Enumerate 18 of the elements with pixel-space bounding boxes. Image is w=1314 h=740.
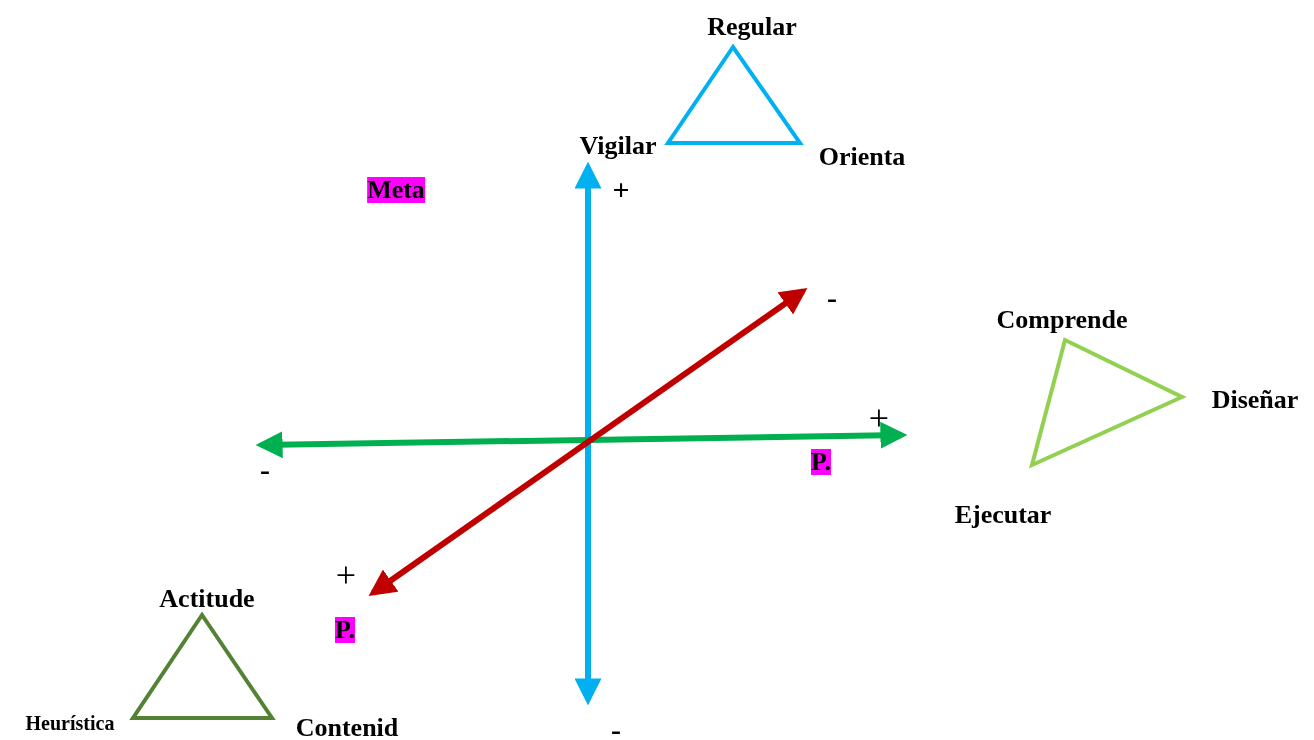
vertex-label: Orienta xyxy=(818,144,906,170)
vertex-label: Actitude xyxy=(159,586,255,612)
plus-sign: + xyxy=(868,400,890,436)
minus-sign: - xyxy=(827,283,837,313)
plus-sign: + xyxy=(612,175,630,205)
vertex-label: Regular xyxy=(707,14,797,40)
plus-sign: + xyxy=(335,557,357,593)
vertex-label: Vigilar xyxy=(579,133,657,159)
minus-sign: - xyxy=(611,715,621,740)
axis-label: P. xyxy=(811,449,831,475)
minus-sign: - xyxy=(260,455,270,485)
vertex-label: Diseñar xyxy=(1211,387,1299,413)
vertex-label: Heurística xyxy=(25,713,115,733)
axis-label: P. xyxy=(335,617,355,643)
vertex-label: Ejecutar xyxy=(954,502,1052,528)
axis-label: Meta xyxy=(367,177,425,203)
vertex-label: Contenid xyxy=(295,715,399,740)
vertex-label: Comprende xyxy=(996,307,1128,333)
